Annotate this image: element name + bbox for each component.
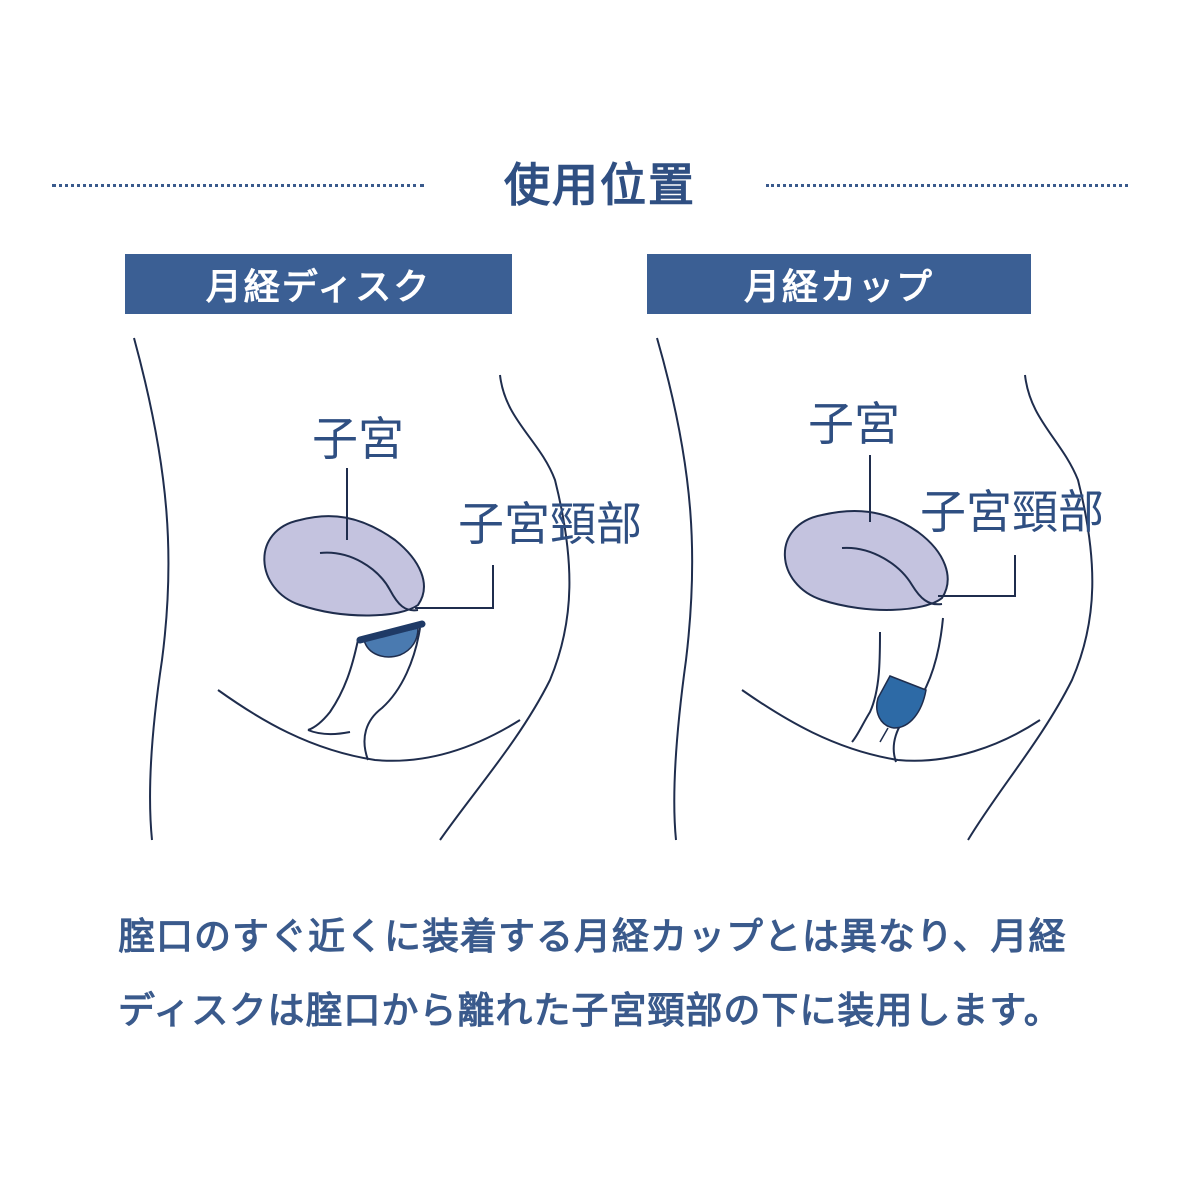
disc-uterus bbox=[263, 515, 425, 617]
disc-device-rim bbox=[356, 620, 426, 644]
cup-pelvic-line bbox=[741, 689, 1041, 762]
cup-canal-left bbox=[851, 631, 881, 743]
disc-cervix-label: 子宮頸部 bbox=[458, 497, 642, 551]
cup-back-contour bbox=[656, 337, 694, 841]
disc-canal-left bbox=[307, 639, 359, 731]
disc-panel-illustration bbox=[133, 337, 571, 841]
caption-line-2: ディスクは腟口から離れた子宮頸部の下に装用します。 bbox=[118, 989, 1062, 1032]
title-row: 使用位置 bbox=[0, 150, 1200, 230]
caption: 腟口のすぐ近くに装着する月経カップとは異なり、月経 ディスクは腟口から離れた子宮… bbox=[118, 900, 1158, 1048]
disc-uterus-fold bbox=[319, 551, 419, 612]
cup-front-contour bbox=[967, 374, 1094, 841]
disc-front-contour bbox=[439, 374, 571, 841]
cup-cervix-leader bbox=[938, 555, 1016, 597]
cup-panel-illustration bbox=[656, 337, 1094, 841]
cup-cervix-label: 子宮頸部 bbox=[920, 485, 1104, 539]
disc-uterus-label: 子宮 bbox=[312, 412, 404, 466]
disc-back-contour bbox=[133, 337, 170, 841]
cup-device bbox=[876, 675, 927, 729]
disc-canal-right bbox=[363, 627, 421, 761]
disc-canal-bottom bbox=[307, 729, 351, 736]
title-divider-left bbox=[52, 184, 424, 187]
disc-device-cup bbox=[363, 627, 419, 658]
cup-uterus-fold bbox=[841, 546, 943, 606]
disc-pelvic-line bbox=[217, 689, 521, 762]
title-divider-right bbox=[766, 184, 1128, 187]
disc-cervix-leader bbox=[415, 565, 494, 609]
page-title: 使用位置 bbox=[504, 158, 696, 212]
caption-line-1: 腟口のすぐ近くに装着する月経カップとは異なり、月経 bbox=[118, 915, 1067, 958]
cup-device-stem bbox=[879, 727, 889, 743]
disc-panel-label: 月経ディスク bbox=[125, 254, 512, 314]
cup-uterus-label: 子宮 bbox=[808, 397, 900, 451]
cup-uterus bbox=[783, 509, 949, 611]
cup-panel-label: 月経カップ bbox=[647, 254, 1031, 314]
